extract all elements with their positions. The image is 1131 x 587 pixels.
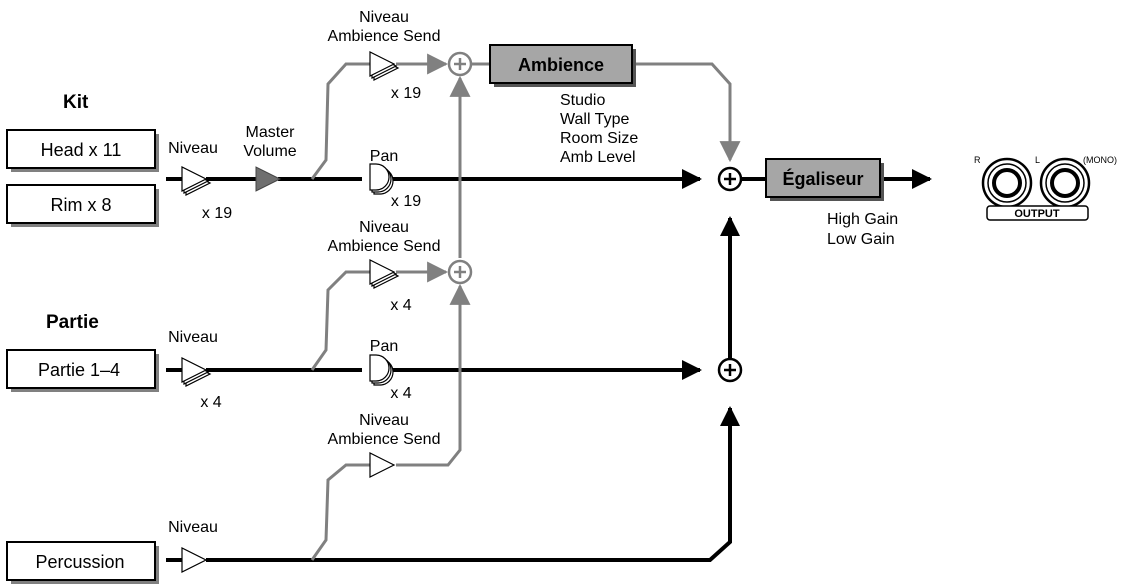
kit-send-niveau-label: Niveau [359, 9, 409, 26]
partie-pan-label: Pan [370, 338, 398, 355]
kit-send-count: x 19 [391, 85, 421, 102]
input-percussion: Percussion [6, 541, 159, 584]
kit-niveau-label: Niveau [168, 140, 218, 157]
input-partie-label: Partie 1–4 [38, 360, 120, 380]
partie-niveau-label: Niveau [168, 329, 218, 346]
output-l-label: L [1035, 155, 1040, 165]
partie-niveau-count: x 4 [200, 394, 221, 411]
percussion-send-niveau-label: Niveau [359, 412, 409, 429]
egaliseur-params: High Gain Low Gain [827, 211, 898, 248]
output-label: OUTPUT [1014, 208, 1060, 220]
output-panel: R L (MONO) OUTPUT [974, 155, 1117, 221]
percussion-niveau-triangle [181, 547, 208, 573]
kit-pan-label: Pan [370, 148, 398, 165]
egaliseur-param: Low Gain [827, 231, 895, 248]
partie-pan-count: x 4 [390, 385, 411, 402]
kit-send-sum-node [447, 51, 473, 77]
output-r-label: R [974, 155, 981, 165]
ambience-block: Ambience [489, 44, 636, 87]
ambience-param: Studio [560, 92, 605, 109]
output-jack-r-icon [981, 157, 1033, 209]
kit-ambience-send-label: Ambience Send [328, 28, 441, 45]
input-partie: Partie 1–4 [6, 349, 159, 392]
output-jack-l-icon [1039, 157, 1091, 209]
input-rim: Rim x 8 [6, 184, 159, 227]
egaliseur-block: Égaliseur [765, 158, 884, 201]
kit-pan-symbol [369, 163, 394, 195]
input-head: Head x 11 [6, 129, 159, 172]
kit-niveau-triangle [181, 166, 212, 196]
partie-ambience-send-label: Ambience Send [328, 238, 441, 255]
kit-pan-count: x 19 [391, 193, 421, 210]
egaliseur-param: High Gain [827, 211, 898, 228]
main-signal-lines [166, 169, 932, 562]
kit-niveau-count: x 19 [202, 205, 232, 222]
main-sum-node [717, 166, 743, 192]
output-label-box [986, 205, 1089, 221]
partie-send-sum-node [447, 259, 473, 285]
volume-label: Volume [243, 143, 296, 160]
ambience-param: Wall Type [560, 111, 629, 128]
input-rim-label: Rim x 8 [50, 195, 111, 215]
master-label: Master [246, 124, 296, 141]
partie-send-niveau-label: Niveau [359, 219, 409, 236]
percussion-send-triangle [369, 452, 396, 478]
kit-send-triangle [369, 51, 400, 81]
percussion-niveau-label: Niveau [168, 519, 218, 536]
input-head-label: Head x 11 [41, 140, 122, 160]
ambience-param: Amb Level [560, 149, 636, 166]
partie-sum-node [717, 357, 743, 383]
ambience-params: Studio Wall Type Room Size Amb Level [560, 92, 638, 166]
send-signal-lines [310, 53, 741, 561]
ambience-param: Room Size [560, 130, 638, 147]
output-mono-label: (MONO) [1083, 155, 1117, 165]
partie-send-count: x 4 [390, 297, 411, 314]
input-percussion-label: Percussion [35, 552, 124, 572]
egaliseur-block-label: Égaliseur [782, 168, 863, 189]
partie-send-triangle [369, 259, 400, 289]
kit-section-title: Kit [63, 92, 89, 113]
percussion-ambience-send-label: Ambience Send [328, 431, 441, 448]
partie-section-title: Partie [46, 312, 99, 333]
partie-pan-symbol [369, 354, 394, 386]
partie-niveau-triangle [181, 357, 212, 387]
master-volume-triangle [255, 166, 282, 192]
ambience-block-label: Ambience [518, 55, 604, 75]
